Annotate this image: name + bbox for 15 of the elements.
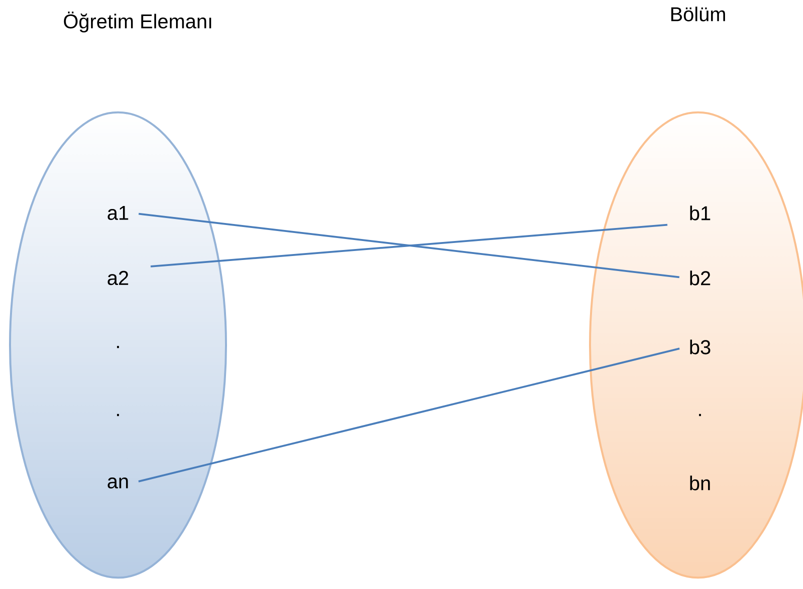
set-heading: Öğretim Elemanı: [64, 12, 212, 32]
element-label: bn: [690, 476, 710, 490]
element-label: b2: [690, 270, 710, 286]
element-label: a2: [108, 270, 128, 286]
connector-line: [150, 224, 668, 268]
element-label: b1: [690, 206, 710, 220]
element-label: .: [117, 414, 119, 416]
element-label: b3: [690, 340, 710, 354]
set-heading: Bölüm: [671, 6, 725, 22]
connector-line: [138, 212, 680, 278]
element-label: an: [108, 478, 128, 488]
element-label: .: [117, 346, 119, 348]
element-label: a1: [108, 206, 128, 220]
connector-line: [138, 348, 680, 482]
element-label: .: [699, 414, 701, 416]
